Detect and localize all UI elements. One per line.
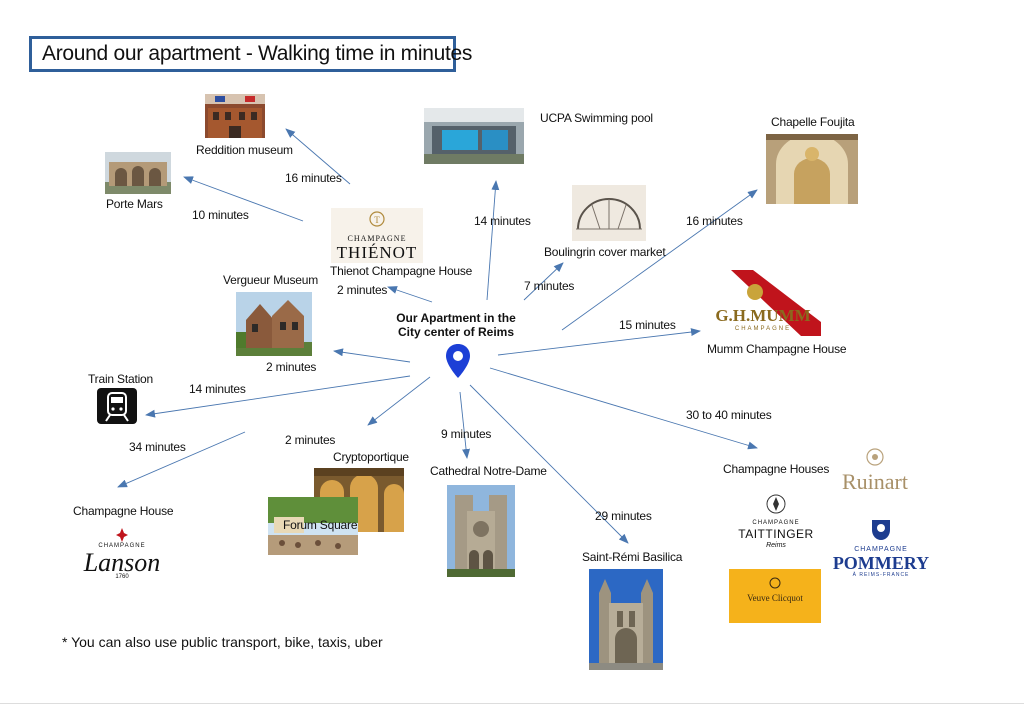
arrow-vergueur bbox=[333, 348, 411, 363]
mumm-logo: G.H.MUMM CHAMPAGNE bbox=[713, 270, 821, 336]
thienot-emblem-icon: T bbox=[369, 211, 385, 227]
vergueur-photo bbox=[236, 292, 312, 356]
porte-mars-label: Porte Mars bbox=[106, 197, 163, 211]
saint-remi-photo bbox=[589, 569, 663, 670]
arrow-houses bbox=[489, 367, 758, 450]
apartment-label-line1: Our Apartment in the bbox=[396, 311, 516, 325]
arrow-saint-remi bbox=[469, 384, 629, 544]
ruinart-logo-name: Ruinart bbox=[842, 469, 908, 494]
lanson-time: 34 minutes bbox=[129, 440, 186, 454]
foujita-time: 16 minutes bbox=[686, 214, 743, 228]
porte-mars-photo bbox=[105, 152, 171, 194]
arrow-lanson bbox=[117, 431, 246, 488]
taittinger-logo: CHAMPAGNE TAITTINGER Reims bbox=[734, 493, 818, 553]
boulingrin-photo bbox=[572, 185, 646, 241]
mumm-sash-icon bbox=[731, 270, 821, 336]
veuve-anchor-icon bbox=[769, 577, 781, 589]
ucpa-pool-photo bbox=[424, 108, 524, 164]
bottom-divider bbox=[0, 703, 1024, 704]
thienot-label: Thienot Champagne House bbox=[330, 264, 473, 278]
mumm-label: Mumm Champagne House bbox=[707, 342, 847, 356]
champagne-houses-label: Champagne Houses bbox=[723, 462, 830, 476]
pommery-logo-name: POMMERY bbox=[832, 553, 930, 573]
houses-time: 30 to 40 minutes bbox=[686, 408, 772, 422]
apartment-label-line2: City center of Reims bbox=[397, 325, 515, 339]
reddition-time: 16 minutes bbox=[285, 171, 342, 185]
foujita-label: Chapelle Foujita bbox=[771, 115, 855, 129]
vergueur-time: 2 minutes bbox=[266, 360, 317, 374]
crypto-label: Cryptoportique bbox=[333, 450, 409, 464]
cathedral-time: 9 minutes bbox=[441, 427, 492, 441]
forum-square-photo bbox=[268, 497, 358, 555]
reddition-museum-photo bbox=[205, 94, 265, 138]
lanson-cross-icon bbox=[116, 528, 128, 542]
ucpa-label: UCPA Swimming pool bbox=[540, 111, 653, 125]
arrow-thienot bbox=[387, 286, 433, 303]
mumm-logo-name: G.H.MUMM bbox=[715, 306, 811, 325]
vergueur-label: Vergueur Museum bbox=[223, 273, 319, 287]
train-icon bbox=[97, 388, 137, 424]
arrow-crypto bbox=[367, 376, 431, 426]
pommery-crest-icon bbox=[872, 520, 890, 540]
arrow-reddition bbox=[285, 128, 351, 185]
apartment-label: Our Apartment in the City center of Reim… bbox=[395, 311, 517, 339]
taittinger-emblem-icon bbox=[766, 494, 786, 514]
ruinart-crest-icon bbox=[866, 448, 884, 466]
thienot-logo: T CHAMPAGNE THIÉNOT bbox=[331, 208, 423, 263]
arrow-train bbox=[145, 375, 411, 418]
svg-text:T: T bbox=[374, 215, 380, 225]
map-pin-icon bbox=[446, 344, 470, 378]
thienot-logo-name: THIÉNOT bbox=[336, 243, 418, 262]
foujita-photo bbox=[766, 134, 858, 204]
arrow-mumm bbox=[497, 328, 701, 356]
saint-remi-time: 29 minutes bbox=[595, 509, 652, 523]
ruinart-logo: Ruinart bbox=[836, 447, 914, 505]
thienot-time: 2 minutes bbox=[337, 283, 388, 297]
pommery-logo-sub: À REIMS-FRANCE bbox=[852, 572, 910, 578]
crypto-time: 2 minutes bbox=[285, 433, 336, 447]
arrow-boulingrin bbox=[523, 262, 564, 301]
pommery-logo: CHAMPAGNE POMMERY À REIMS-FRANCE bbox=[828, 516, 934, 578]
lanson-logo-top: CHAMPAGNE bbox=[98, 543, 146, 549]
pommery-logo-top: CHAMPAGNE bbox=[854, 546, 908, 553]
veuve-logo-name: Veuve Clicquot bbox=[747, 593, 803, 603]
lanson-logo: CHAMPAGNE Lanson 1760 bbox=[72, 528, 172, 584]
ucpa-time: 14 minutes bbox=[474, 214, 531, 228]
boulingrin-time: 7 minutes bbox=[524, 279, 575, 293]
page-title: Around our apartment - Walking time in m… bbox=[29, 36, 472, 72]
train-time: 14 minutes bbox=[189, 382, 246, 396]
porte-mars-time: 10 minutes bbox=[192, 208, 249, 222]
arrow-ucpa bbox=[486, 180, 500, 301]
taittinger-logo-top: CHAMPAGNE bbox=[752, 520, 800, 526]
lanson-logo-year: 1760 bbox=[115, 574, 129, 580]
mumm-time: 15 minutes bbox=[619, 318, 676, 332]
footnote: * You can also use public transport, bik… bbox=[62, 634, 383, 650]
saint-remi-label: Saint-Rémi Basilica bbox=[582, 550, 683, 564]
cathedral-photo bbox=[447, 485, 515, 577]
arrow-foujita bbox=[561, 189, 758, 331]
champagne-house-label: Champagne House bbox=[73, 504, 174, 518]
taittinger-logo-sub: Reims bbox=[766, 542, 786, 549]
lanson-logo-name: Lanson bbox=[83, 548, 161, 577]
arrow-porte-mars bbox=[183, 176, 304, 222]
reddition-museum-label: Reddition museum bbox=[196, 143, 293, 157]
forum-label: Forum Square bbox=[283, 518, 358, 532]
taittinger-logo-name: TAITTINGER bbox=[738, 527, 814, 541]
train-label: Train Station bbox=[88, 372, 153, 386]
boulingrin-label: Boulingrin cover market bbox=[544, 245, 666, 259]
mumm-logo-sub: CHAMPAGNE bbox=[734, 326, 792, 332]
arrow-cathedral bbox=[459, 391, 471, 459]
thienot-logo-top: CHAMPAGNE bbox=[347, 234, 407, 243]
veuve-clicquot-logo: Veuve Clicquot bbox=[729, 569, 821, 623]
cathedral-label: Cathedral Notre-Dame bbox=[430, 464, 547, 478]
